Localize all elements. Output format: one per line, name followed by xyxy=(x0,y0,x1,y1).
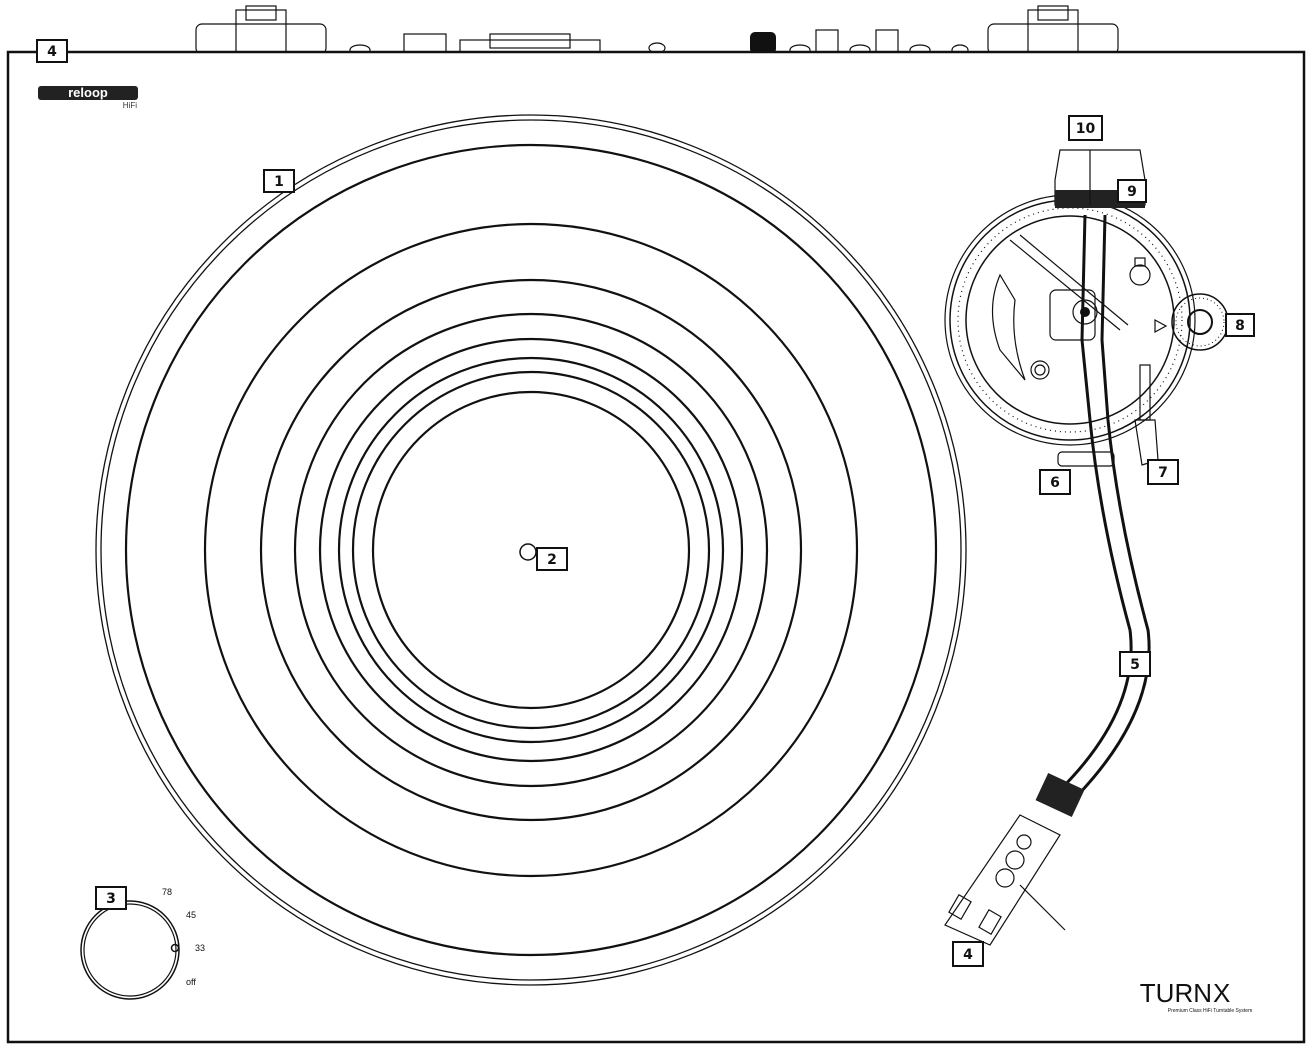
callout-label: 10 xyxy=(1076,121,1096,137)
callout-4: 4 xyxy=(36,39,68,63)
callout-label: 5 xyxy=(1130,657,1140,673)
callout-label: 4 xyxy=(963,947,973,963)
callout-label: 7 xyxy=(1158,465,1168,481)
callout-label: 8 xyxy=(1235,318,1245,334)
callout-1: 1 xyxy=(263,169,295,193)
callout-5: 5 xyxy=(1119,651,1151,677)
product-tagline: Premium Class HiFi Turntable System xyxy=(1168,1008,1252,1014)
product-name: TURN X Premium Class HiFi Turntable Syst… xyxy=(1140,978,1252,1014)
callout-box xyxy=(36,39,68,63)
callout-9: 9 xyxy=(1117,179,1147,203)
logo-sub: HiFi xyxy=(123,101,137,110)
reloop-logo: reloop HiFi xyxy=(38,85,138,110)
callout-label: 2 xyxy=(547,552,557,568)
callout-box xyxy=(1068,115,1103,141)
callout-8: 8 xyxy=(1225,313,1255,337)
speed-label-45: 45 xyxy=(186,910,196,920)
callout-box xyxy=(1039,469,1071,495)
callout-box xyxy=(95,886,127,910)
callout-box xyxy=(1119,651,1151,677)
callout-box xyxy=(1225,313,1255,337)
speed-label-33: 33 xyxy=(195,943,205,953)
tonearm xyxy=(1057,214,1151,797)
callouts: 4 1 2 3 10 9 8 7 6 5 4 xyxy=(36,39,1255,967)
callout-label: 9 xyxy=(1127,184,1137,200)
callout-box xyxy=(1117,179,1147,203)
product-name-main: TURN xyxy=(1140,978,1212,1008)
callout-box xyxy=(952,941,984,967)
callout-4b: 4 xyxy=(952,941,984,967)
speed-label-off: off xyxy=(186,977,196,987)
callout-7: 7 xyxy=(1147,459,1179,485)
speed-selector: 78 45 33 off xyxy=(80,887,205,1000)
platter xyxy=(95,114,967,986)
callout-box xyxy=(536,547,568,571)
callout-2: 2 xyxy=(536,547,568,571)
callout-label: 6 xyxy=(1050,475,1060,491)
callout-3: 3 xyxy=(95,886,127,910)
callout-6: 6 xyxy=(1039,469,1071,495)
logo-text: reloop xyxy=(68,85,108,100)
callout-10: 10 xyxy=(1068,115,1103,141)
callout-label: 1 xyxy=(274,174,284,190)
callout-label: 3 xyxy=(106,891,116,907)
callout-label: 4 xyxy=(47,44,57,60)
callout-box xyxy=(1147,459,1179,485)
rear-panel xyxy=(195,5,1119,56)
speed-label-78: 78 xyxy=(162,887,172,897)
headshell xyxy=(944,772,1085,946)
callout-box xyxy=(263,169,295,193)
product-name-x: X xyxy=(1213,978,1230,1008)
